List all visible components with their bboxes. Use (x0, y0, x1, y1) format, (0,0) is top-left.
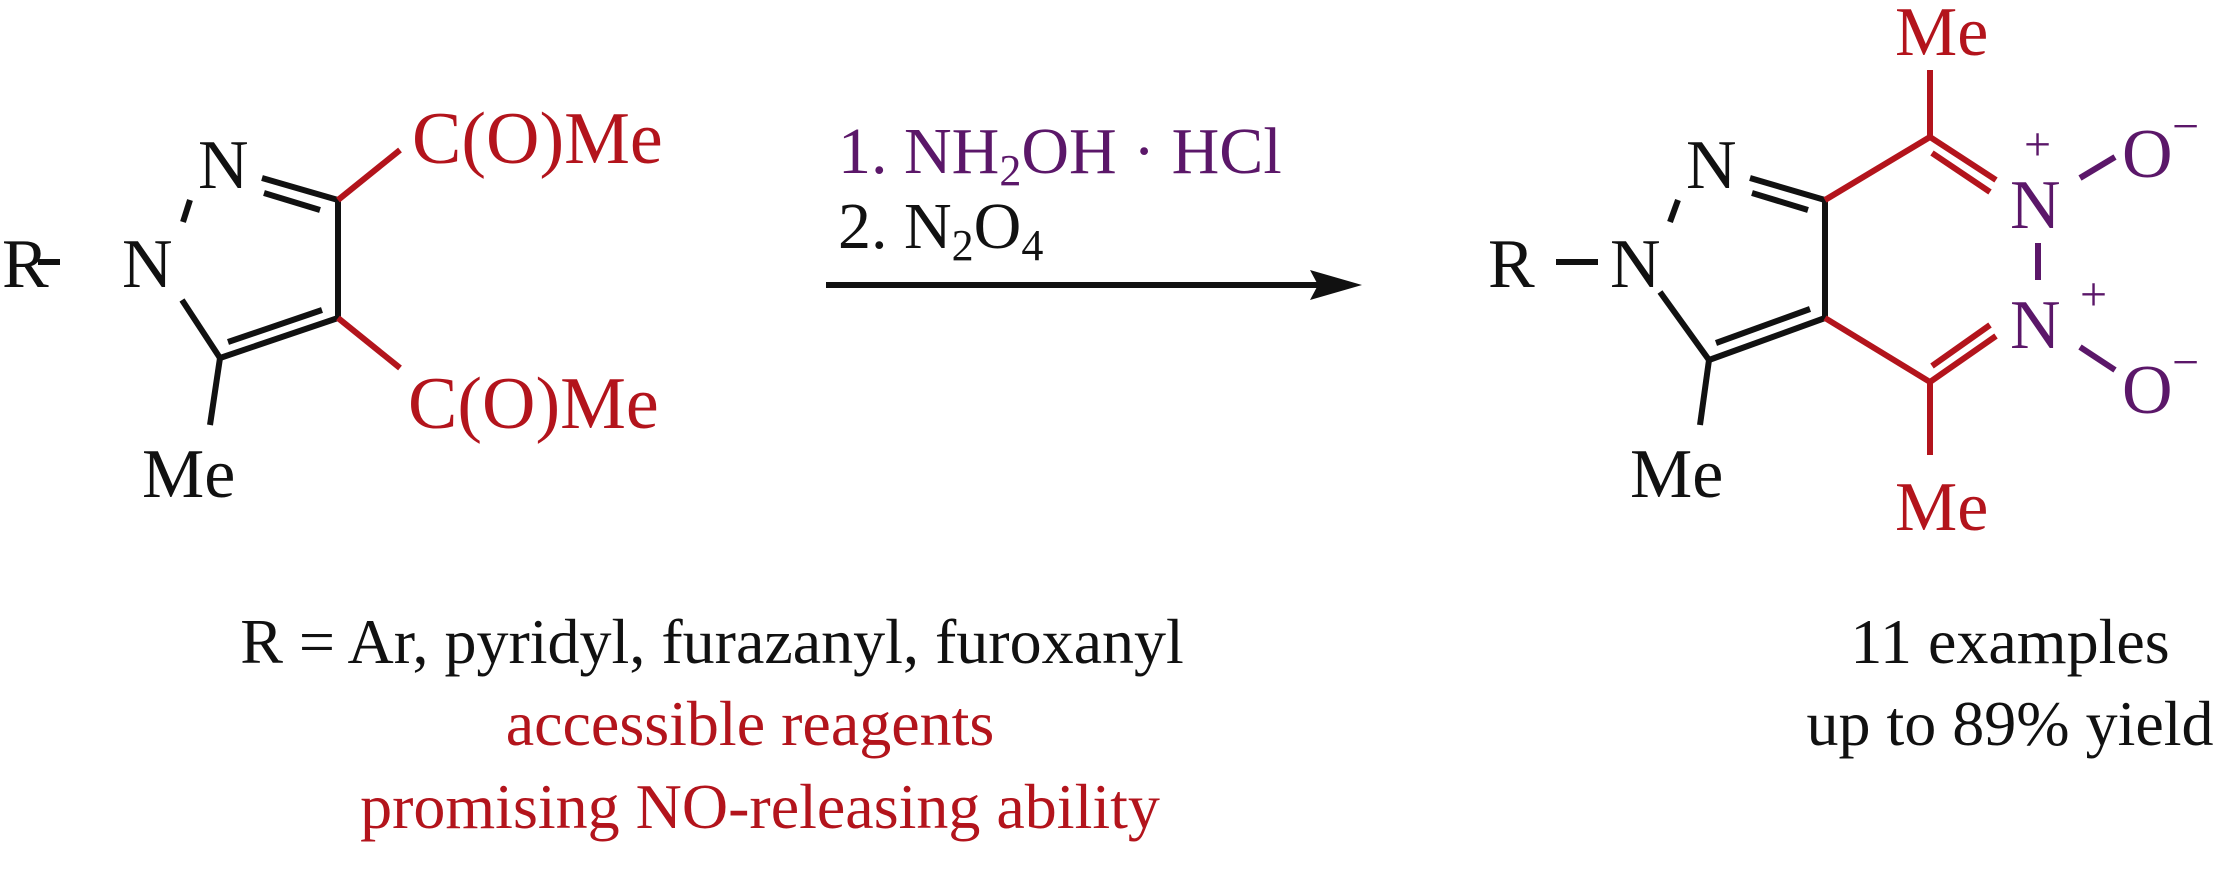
product-n-o-bond-top (2078, 154, 2117, 181)
reactant-acyl-top: C(O)Me (412, 98, 663, 180)
product-minus-bottom: − (2172, 336, 2199, 389)
product-minus-top: − (2172, 100, 2199, 153)
product-me-top: Me (1895, 0, 1988, 71)
substituent-note: R = Ar, pyridyl, furazanyl, furoxanyl (240, 606, 1184, 677)
product-c5-me-bond (1697, 359, 1712, 426)
product-c4-c5-bond-inner (1714, 306, 1812, 346)
reactant-c4-c5-bond-inner (227, 307, 323, 345)
reactant-structure: R N N Me C(O)Me C(O)Me (2, 98, 663, 513)
product-me-bottom: Me (1895, 469, 1988, 546)
reactant-c5-me-bond (207, 357, 223, 426)
product-plus-top: + (2024, 118, 2051, 171)
feature-accessible-reagents: accessible reagents (506, 688, 995, 759)
reactant-n2-label: N (198, 127, 249, 204)
reactant-n1-n2-bond (180, 199, 193, 223)
product-c5-n1-bond (1657, 290, 1712, 362)
product-o-minus-bottom: O (2122, 352, 2173, 429)
product-ctop-n-bond-inner (1930, 150, 1992, 195)
product-plus-bottom: + (2080, 268, 2107, 321)
product-n-plus-top: N (2010, 167, 2061, 244)
reactant-c3-acyl-bond (336, 147, 402, 203)
product-n2-c3-bond-inner (1751, 190, 1809, 213)
product-n1-label: N (1610, 226, 1661, 303)
product-n-plus-bottom: N (2010, 287, 2061, 364)
product-structure: R N N Me Me Me N + N + O − O − (1488, 0, 2199, 546)
product-c4-cbottom-bond (1823, 315, 1932, 385)
yield-note: up to 89% yield (1806, 688, 2213, 759)
reactant-me-label: Me (142, 436, 235, 513)
product-me-pyrazole: Me (1630, 436, 1723, 513)
product-c3-ctop-bond (1823, 134, 1932, 203)
product-n-o-bond-bottom (2078, 344, 2117, 373)
reactant-n2-c3-bond (261, 175, 339, 203)
product-r-label: R (1488, 226, 1535, 303)
product-c4-c5-bond (1707, 315, 1827, 363)
reaction-conditions: 1. NH2OH · HCl 2. N2O4 (826, 115, 1362, 300)
product-n1-n2-bond (1667, 198, 1681, 224)
reactant-c4-acyl-bond (336, 315, 402, 371)
reaction-arrow-head-icon (1310, 270, 1362, 300)
product-o-minus-top: O (2122, 116, 2173, 193)
examples-count: 11 examples (1850, 606, 2169, 677)
reactant-n1-label: N (122, 226, 173, 303)
reactant-c4-c5-bond (219, 315, 339, 361)
reactant-c5-n1-bond (179, 298, 223, 360)
feature-no-releasing: promising NO-releasing ability (360, 771, 1160, 842)
product-cbottom-n-bond (1928, 333, 1998, 385)
condition-step-1: 1. NH2OH · HCl (838, 115, 1282, 195)
condition-step-2: 2. N2O4 (838, 190, 1043, 270)
reactant-n2-c3-bond-inner (263, 190, 321, 213)
reactant-acyl-bottom: C(O)Me (408, 363, 659, 445)
product-n2-c3-bond (1749, 175, 1826, 203)
product-ctop-n-bond (1928, 134, 1998, 183)
product-cbottom-n-bond-inner (1930, 322, 1992, 369)
product-n2-label: N (1686, 127, 1737, 204)
